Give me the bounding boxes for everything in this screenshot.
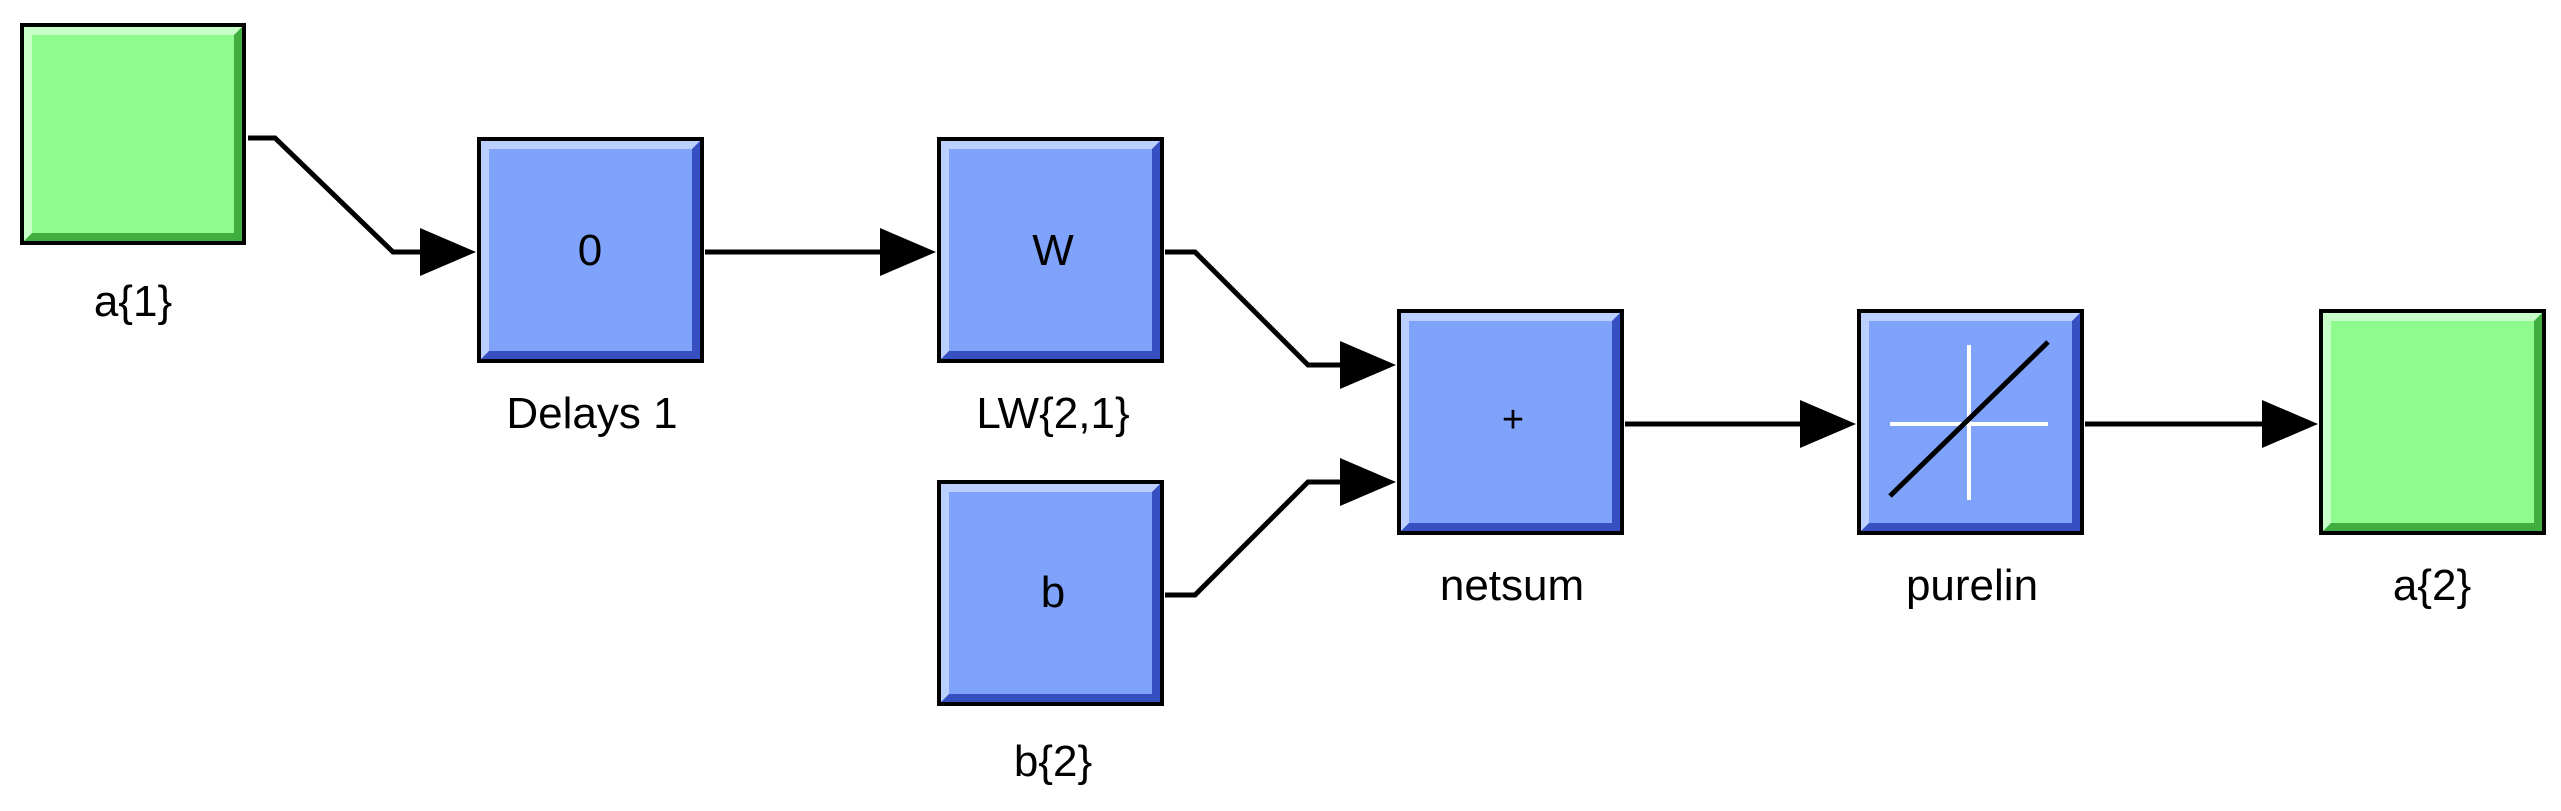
block-output-a2[interactable] xyxy=(2319,309,2546,535)
arrowhead-output-input xyxy=(2262,400,2318,448)
block-bias[interactable]: b xyxy=(937,480,1164,706)
wire-bias-to-netsum[interactable] xyxy=(1165,479,1345,598)
output-port-label: a{2} xyxy=(2393,561,2471,610)
delays-inner-text: 0 xyxy=(578,226,602,275)
arrowhead-netsum-input-2 xyxy=(1340,458,1396,506)
block-delays[interactable]: 0 xyxy=(477,137,704,363)
connections xyxy=(248,135,2318,598)
input-port-label: a{1} xyxy=(94,277,172,326)
arrowhead-purelin-input xyxy=(1800,400,1856,448)
arrowhead-lw-input xyxy=(880,228,936,276)
wire-input-to-delays[interactable] xyxy=(248,135,425,255)
block-input-a1[interactable] xyxy=(20,23,246,245)
layer-weight-label: LW{2,1} xyxy=(976,389,1129,438)
bias-label: b{2} xyxy=(1014,737,1092,786)
block-purelin[interactable] xyxy=(1857,309,2084,535)
netsum-label: netsum xyxy=(1440,561,1584,610)
bias-inner-text: b xyxy=(1041,568,1065,617)
linear-transfer-icon xyxy=(1888,340,2050,500)
sum-inner-text: + xyxy=(1502,399,1524,441)
block-layer-weight[interactable]: W xyxy=(937,137,1164,363)
purelin-label: purelin xyxy=(1906,561,2038,610)
arrowhead-netsum-input-1 xyxy=(1340,341,1396,389)
weight-inner-text: W xyxy=(1032,226,1074,275)
wire-lw-to-netsum[interactable] xyxy=(1165,249,1345,368)
delays-label: Delays 1 xyxy=(506,389,677,438)
arrowhead-delays-input xyxy=(420,228,476,276)
block-netsum[interactable]: + xyxy=(1397,309,1624,535)
